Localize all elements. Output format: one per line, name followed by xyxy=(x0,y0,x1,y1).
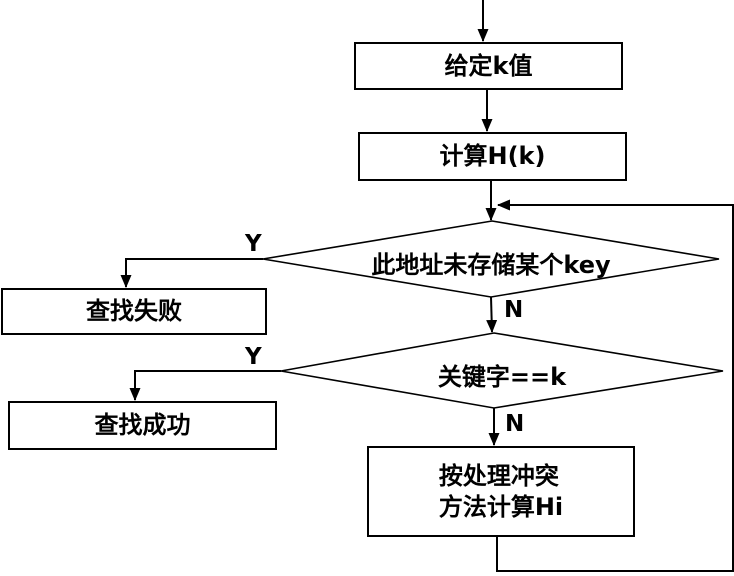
decision1-yes-label: Y xyxy=(245,231,262,257)
process-node-compute-hk: 计算H(k) xyxy=(358,132,627,181)
decision2-no-label: N xyxy=(505,411,525,437)
decision-node-address-empty xyxy=(262,220,720,298)
edge-loopback-computehi-to-decision1 xyxy=(496,199,734,572)
process-node-compute-hi: 按处理冲突 方法计算Hi xyxy=(367,446,635,537)
process-node-given-k-label: 给定k值 xyxy=(444,51,533,80)
process-node-search-success-label: 查找成功 xyxy=(94,411,191,440)
process-node-given-k: 给定k值 xyxy=(354,42,623,90)
compute-hi-label-line2: 方法计算Hi xyxy=(438,492,564,521)
process-node-search-fail: 查找失败 xyxy=(1,288,267,335)
decision2-yes-label: Y xyxy=(245,344,262,370)
compute-hi-label-line1: 按处理冲突 xyxy=(438,461,559,490)
process-node-search-fail-label: 查找失败 xyxy=(86,297,182,326)
decision-node-key-equals-k xyxy=(280,332,724,409)
process-node-compute-hk-label: 计算H(k) xyxy=(439,142,546,171)
edge-decision1-no-to-decision2 xyxy=(486,296,498,333)
process-node-search-success: 查找成功 xyxy=(8,401,277,450)
process-node-compute-hi-label: 按处理冲突 方法计算Hi xyxy=(439,461,563,523)
edge-decision1-yes-to-fail xyxy=(120,258,263,288)
decision1-no-label: N xyxy=(504,297,524,323)
edge-decision2-yes-to-success xyxy=(129,370,281,401)
